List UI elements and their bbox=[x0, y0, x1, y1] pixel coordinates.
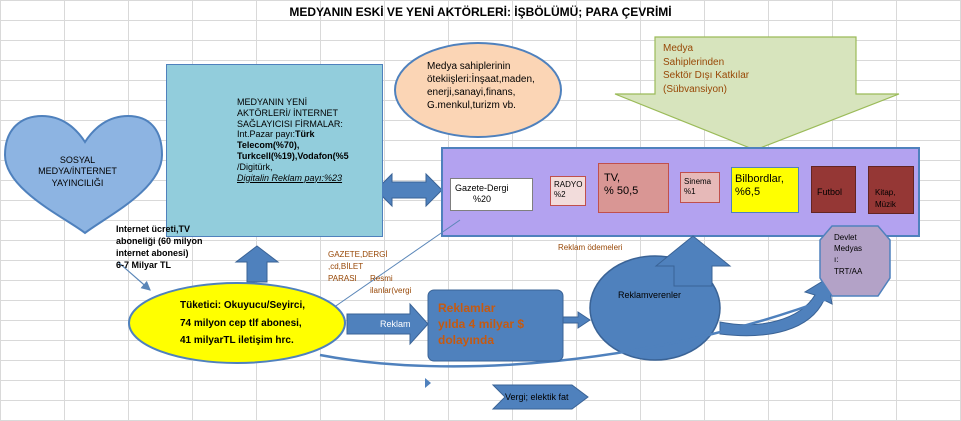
sinema-box: Sinema %1 bbox=[680, 172, 720, 203]
tuketici-ellipse bbox=[128, 282, 346, 364]
heart-to-tuketici-line bbox=[117, 261, 151, 291]
yeni-aktorler-line3: SAĞLAYICISI FİRMALAR: bbox=[237, 118, 343, 129]
curved-arrow-devlet bbox=[719, 277, 833, 337]
small-chevron bbox=[425, 378, 431, 388]
sinema-label: Sinema bbox=[684, 177, 712, 186]
tv-percent: % 50,5 bbox=[604, 185, 639, 198]
radyo-box: RADYO %2 bbox=[550, 176, 586, 206]
tv-box: TV, % 50,5 bbox=[598, 163, 669, 213]
gazete-parasi-line1: GAZETE,DERGİ bbox=[328, 250, 388, 259]
radyo-percent: %2 bbox=[554, 189, 566, 199]
digital-reklam-payi: Digitalin Reklam payı:%23 bbox=[237, 172, 343, 183]
gazete-percent: %20 bbox=[473, 193, 492, 204]
oteki-isler-line3: enerji,sanayi,finans, bbox=[427, 87, 516, 98]
yeni-aktorler-line5: Telecom(%70), bbox=[237, 140, 300, 151]
vergi-pentagon-arrow bbox=[491, 384, 589, 410]
sosyal-medya-label: SOSYAL MEDYA/İNTERNET YAYINCILIĞI bbox=[20, 155, 135, 189]
oteki-isler-ellipse bbox=[394, 42, 562, 138]
yeni-aktorler-line4: Int.Pazar payı:Türk bbox=[237, 129, 376, 140]
reklamlar-line2: yılda 4 milyar $ bbox=[438, 317, 525, 332]
internet-ucreti-text: Internet ücreti,TV aboneliği (60 milyon … bbox=[116, 223, 203, 272]
reklamverenler-label: Reklamverenler bbox=[618, 290, 682, 300]
futbol-label: Futbol bbox=[817, 187, 843, 197]
kitap-label: Kitap, bbox=[875, 188, 896, 197]
oteki-isler-line2: ötekiişleri:İnşaat,maden, bbox=[427, 74, 535, 85]
tv-label: TV, bbox=[604, 172, 621, 184]
subvansiyon-line1: Medya bbox=[663, 43, 694, 54]
sosyal-medya-line3: YAYINCILIĞI bbox=[51, 177, 104, 188]
internet-ucreti-line3: internet abonesi) bbox=[116, 248, 189, 259]
resmi-ilanlar-text: Resmi ilanlar(vergi bbox=[370, 273, 411, 297]
reklam-arrow-label: Reklam bbox=[380, 319, 411, 329]
kitap-muzik-box: Kitap, Müzik bbox=[868, 166, 914, 214]
devlet-medyasi-text: Devlet Medyas ı: TRT/AA bbox=[834, 232, 862, 277]
oteki-isler-line1: Medya sahiplerinin bbox=[427, 61, 511, 72]
double-arrow-yeni-media bbox=[375, 172, 443, 208]
subvansiyon-line4: (Sübvansiyon) bbox=[663, 83, 727, 95]
reklamlar-line1: Reklamlar bbox=[438, 301, 496, 315]
tuketici-line2: 74 milyon cep tlf abonesi, bbox=[180, 317, 302, 329]
reklamlar-text: Reklamlar yılda 4 milyar $ dolayında bbox=[438, 300, 524, 349]
subvansiyon-down-arrow bbox=[614, 36, 900, 151]
devlet-medyasi-line3: ı: bbox=[834, 255, 839, 265]
tuketici-text: Tüketici: Okuyucu/Seyirci, 74 milyon cep… bbox=[180, 297, 305, 350]
page-title: MEDYANIN ESKİ VE YENİ AKTÖRLERİ: İŞBÖLÜM… bbox=[289, 5, 672, 19]
muzik-label: Müzik bbox=[875, 200, 896, 209]
reklamlar-to-reklamverenler-arrow bbox=[562, 311, 591, 329]
reklam-right-arrow bbox=[346, 302, 429, 346]
oteki-isler-text: Medya sahiplerinin ötekiişleri:İnşaat,ma… bbox=[427, 60, 535, 112]
reklamlar-box bbox=[427, 289, 564, 362]
devlet-medyasi-hexagon bbox=[819, 225, 891, 297]
futbol-box: Futbol bbox=[811, 166, 856, 213]
reklamlar-line3: dolayında bbox=[438, 333, 495, 348]
yeni-aktorler-line2: AKTÖRLERİ/ İNTERNET bbox=[237, 107, 339, 118]
radyo-label: RADYO bbox=[554, 180, 583, 189]
pazar-payi-label: Int.Pazar payı: bbox=[237, 129, 296, 140]
oteki-isler-line4: G.menkul,turizm vb. bbox=[427, 100, 516, 111]
devlet-medyasi-line2: Medyas bbox=[834, 244, 863, 254]
vergi-label: Vergi; elektik fat bbox=[505, 392, 569, 402]
devlet-medyasi-line1: Devlet bbox=[834, 233, 857, 242]
devlet-medyasi-line4: TRT/AA bbox=[834, 266, 863, 276]
tuketici-line3: 41 milyarTL iletişim hrc. bbox=[180, 335, 294, 346]
gazete-label: Gazete-Dergi bbox=[455, 183, 509, 193]
reklam-odemeleri-text: Reklam ödemeleri bbox=[558, 243, 623, 252]
sinema-percent: %1 bbox=[684, 186, 696, 196]
internet-ucreti-line2: aboneliği (60 milyon bbox=[116, 236, 203, 247]
resmi-ilanlar-line1: Resmi bbox=[370, 274, 393, 283]
up-arrow-reklamverenler-media bbox=[654, 235, 732, 287]
subvansiyon-line3: Sektör Dışı Katkılar bbox=[663, 70, 750, 81]
subvansiyon-text: Medya Sahiplerinden Sektör Dışı Katkılar… bbox=[663, 42, 749, 96]
sosyal-medya-line2: MEDYA/İNTERNET bbox=[38, 166, 117, 177]
gazete-dergi-box: Gazete-Dergi %20 bbox=[450, 178, 533, 211]
tuketici-line1: Tüketici: Okuyucu/Seyirci, bbox=[180, 300, 306, 311]
yeni-aktorler-line7: /Digitürk, bbox=[237, 161, 273, 172]
yeni-aktorler-box: MEDYANIN YENİ AKTÖRLERİ/ İNTERNET SAĞLAY… bbox=[166, 64, 383, 237]
gazete-parasi-line3: PARASI bbox=[328, 274, 357, 283]
bilbordlar-box: Bilbordlar, %6,5 bbox=[731, 167, 799, 213]
yeni-aktorler-line6: Turkcell(%19),Vodafon(%5 bbox=[237, 150, 349, 161]
turk-label: Türk bbox=[295, 129, 315, 140]
sosyal-medya-heart bbox=[3, 114, 164, 235]
yeni-aktorler-line1: MEDYANIN YENİ bbox=[237, 97, 308, 107]
resmi-ilanlar-line2: ilanlar(vergi bbox=[370, 286, 412, 295]
gazete-parasi-text: GAZETE,DERGİ ,cd,BİLET PARASI bbox=[328, 249, 388, 285]
sosyal-medya-line1: SOSYAL bbox=[59, 155, 96, 165]
up-arrow-tuketici-yeni bbox=[234, 245, 280, 283]
gazete-parasi-line2: ,cd,BİLET bbox=[328, 262, 364, 271]
bilbord-percent: %6,5 bbox=[735, 186, 761, 199]
subvansiyon-line2: Sahiplerinden bbox=[663, 56, 725, 68]
internet-ucreti-line1: Internet ücreti,TV bbox=[116, 224, 191, 234]
diagonal-line bbox=[329, 219, 461, 311]
bilbord-label: Bilbordlar, bbox=[735, 173, 784, 185]
internet-ucreti-line4: 6-7 Milyar TL bbox=[116, 260, 172, 271]
